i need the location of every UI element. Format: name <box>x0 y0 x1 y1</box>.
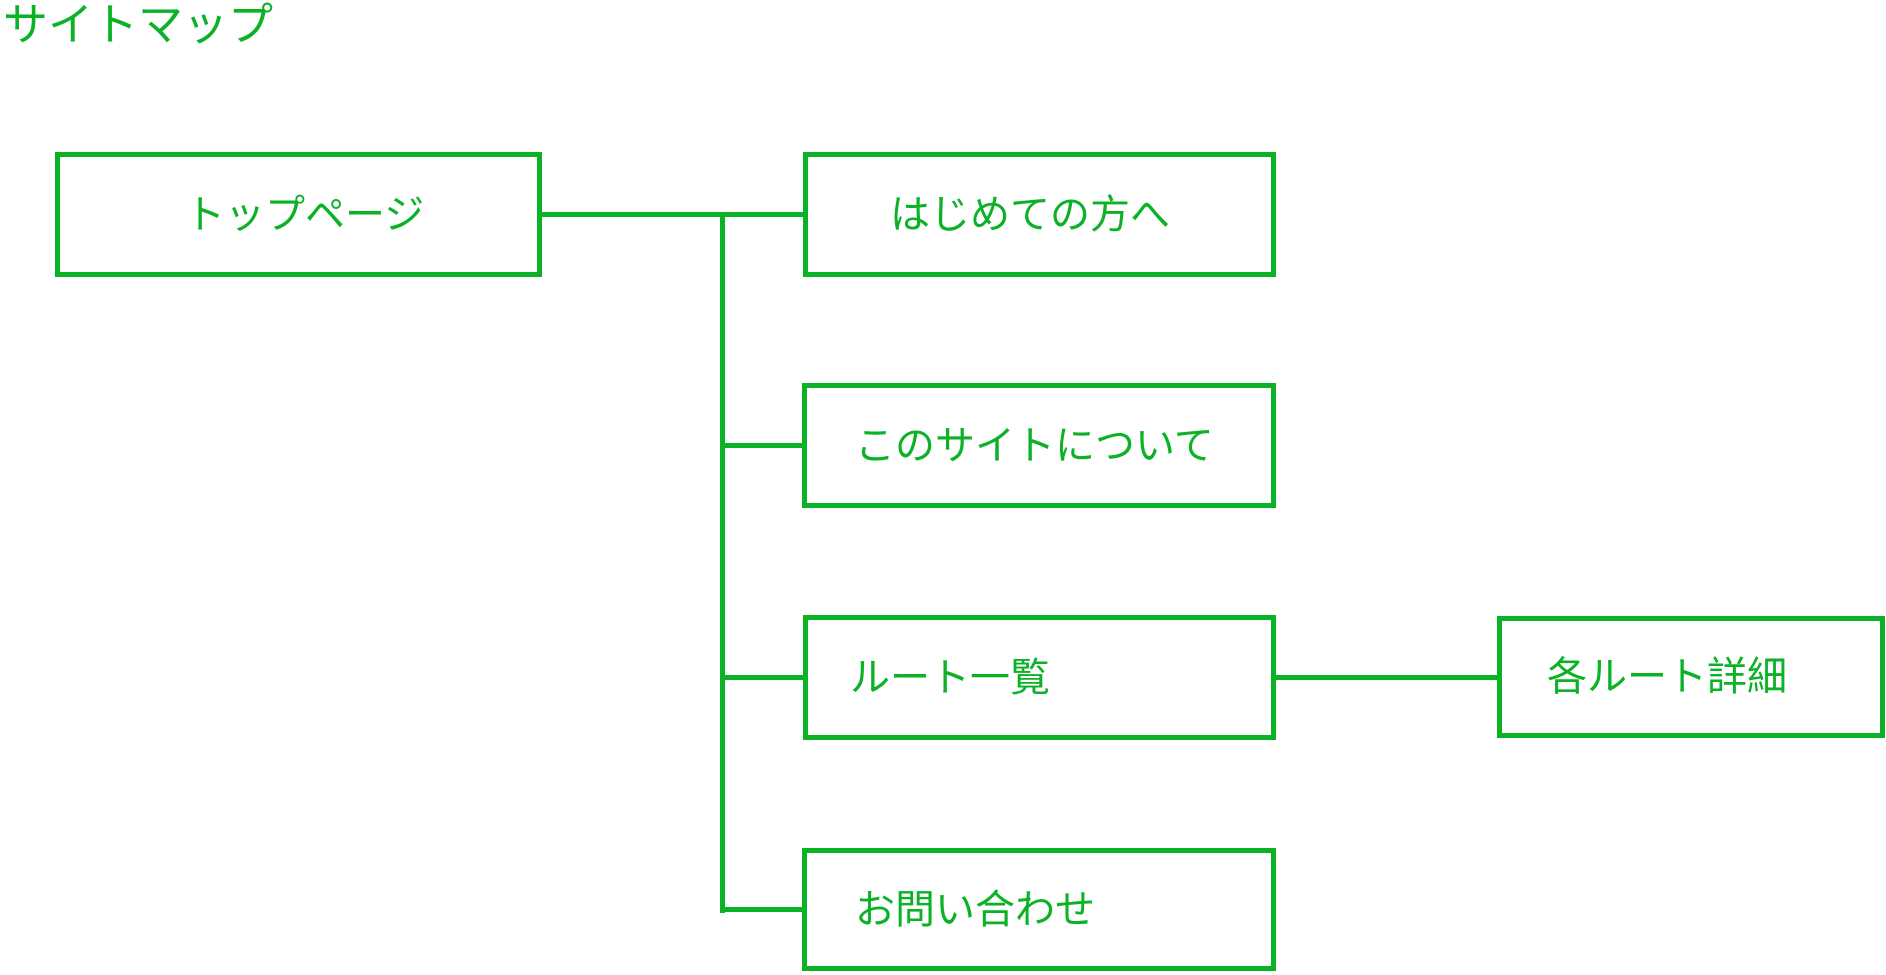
node-top-page: トップページ <box>55 152 542 277</box>
node-route-list-label: ルート一覧 <box>850 655 1050 700</box>
connector-stub-route-list <box>720 675 805 680</box>
node-first-visit: はじめての方へ <box>803 152 1276 277</box>
node-route-detail: 各ルート詳細 <box>1497 616 1885 738</box>
connector-stub-contact <box>720 907 805 912</box>
connector-toppage-to-branch <box>538 212 805 217</box>
node-route-detail-label: 各ルート詳細 <box>1547 655 1787 699</box>
node-contact-label: お問い合わせ <box>855 887 1095 932</box>
node-top-page-label: トップページ <box>185 192 425 237</box>
node-route-list: ルート一覧 <box>803 615 1276 740</box>
node-about-site-label: このサイトについて <box>855 423 1214 468</box>
connector-trunk <box>720 212 725 913</box>
connector-routelist-to-detail <box>1274 675 1500 680</box>
node-contact: お問い合わせ <box>802 848 1276 971</box>
diagram-title: サイトマップ <box>3 0 274 50</box>
node-first-visit-label: はじめての方へ <box>890 192 1170 237</box>
node-about-site: このサイトについて <box>802 383 1276 508</box>
connector-stub-about-site <box>720 443 805 448</box>
